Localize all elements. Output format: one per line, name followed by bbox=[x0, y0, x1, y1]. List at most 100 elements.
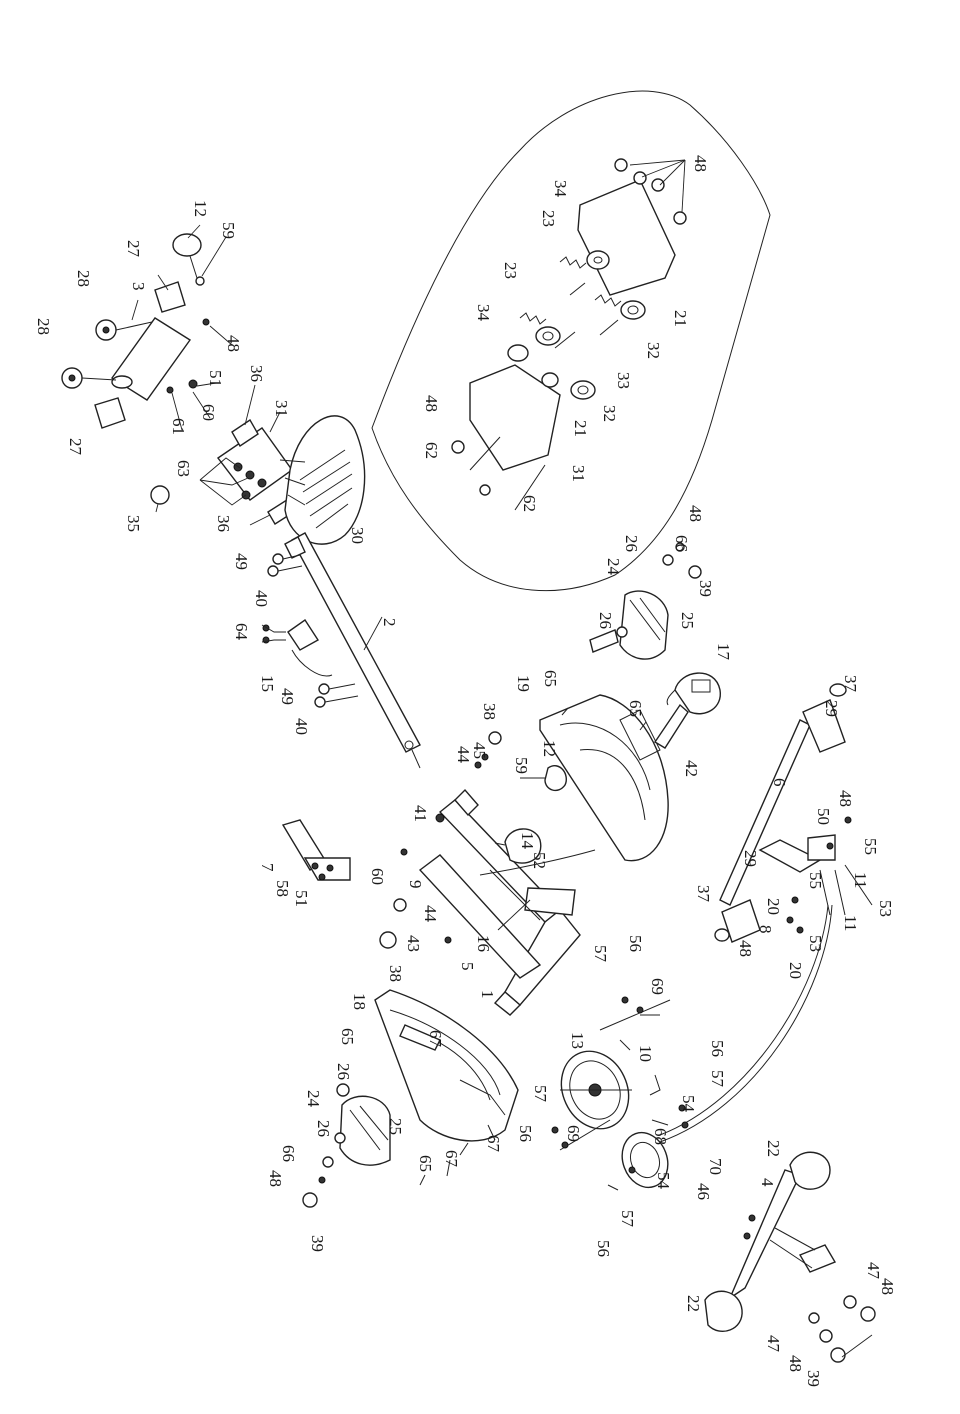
part-label: 70 bbox=[706, 1158, 725, 1175]
part-label: 9 bbox=[406, 880, 425, 889]
part-label: 39 bbox=[696, 580, 715, 597]
part-label: 69 bbox=[648, 978, 667, 995]
part-label: 12 bbox=[191, 200, 210, 217]
left-shroud bbox=[302, 989, 519, 1208]
part-label: 26 bbox=[334, 1063, 353, 1080]
part-label: 4 bbox=[758, 1178, 777, 1187]
part-label: 48 bbox=[422, 395, 441, 412]
part-label: 54 bbox=[654, 1172, 673, 1190]
part-label: 26 bbox=[622, 535, 641, 552]
seat-assembly bbox=[61, 233, 366, 545]
part-label: 31 bbox=[272, 400, 291, 417]
part-label: 64 bbox=[232, 623, 251, 641]
part-label: 3 bbox=[129, 282, 148, 291]
part-label: 40 bbox=[292, 718, 311, 735]
seat-rail bbox=[261, 532, 421, 769]
part-label: 6 bbox=[770, 778, 789, 787]
flywheel-assembly bbox=[551, 996, 689, 1191]
part-label: 20 bbox=[764, 898, 783, 915]
part-label: 27 bbox=[124, 240, 143, 258]
part-label: 24 bbox=[604, 558, 623, 576]
part-label: 65 bbox=[541, 670, 560, 687]
part-label: 16 bbox=[474, 935, 493, 952]
part-label: 57 bbox=[591, 945, 610, 963]
part-label: 55 bbox=[861, 838, 880, 855]
part-label: 48 bbox=[878, 1278, 897, 1295]
part-label: 62 bbox=[422, 442, 441, 459]
part-label: 41 bbox=[411, 805, 430, 822]
part-label: 1 bbox=[478, 990, 497, 999]
part-label: 56 bbox=[594, 1240, 613, 1257]
part-label: 60 bbox=[199, 404, 218, 421]
part-label: 55 bbox=[806, 872, 825, 889]
part-label: 8 bbox=[756, 925, 775, 934]
part-label: 57 bbox=[618, 1210, 637, 1228]
part-label: 29 bbox=[741, 850, 760, 867]
front-stabilizer bbox=[704, 1151, 876, 1363]
part-label: 48 bbox=[786, 1355, 805, 1372]
part-label: 27 bbox=[66, 438, 85, 456]
part-label: 48 bbox=[836, 790, 855, 807]
part-label: 56 bbox=[626, 935, 645, 952]
part-label: 30 bbox=[348, 527, 367, 544]
part-label: 11 bbox=[851, 872, 870, 888]
part-label: 25 bbox=[678, 612, 697, 629]
part-label: 40 bbox=[252, 590, 271, 607]
part-label: 65 bbox=[416, 1155, 435, 1172]
part-label: 67 bbox=[426, 1030, 445, 1048]
part-label: 15 bbox=[258, 675, 277, 692]
part-label: 51 bbox=[292, 890, 311, 907]
part-label: 52 bbox=[530, 852, 549, 869]
part-label: 59 bbox=[219, 222, 238, 239]
part-label: 57 bbox=[531, 1085, 550, 1103]
part-label: 54 bbox=[679, 1095, 698, 1113]
part-label: 38 bbox=[480, 703, 499, 720]
part-label: 43 bbox=[404, 935, 423, 952]
part-label: 2 bbox=[380, 618, 399, 627]
part-label: 22 bbox=[764, 1140, 783, 1157]
part-label: 14 bbox=[518, 832, 537, 850]
part-label: 49 bbox=[278, 688, 297, 705]
part-label: 25 bbox=[386, 1118, 405, 1135]
part-label: 28 bbox=[34, 318, 53, 335]
part-label: 36 bbox=[247, 365, 266, 382]
part-label: 17 bbox=[714, 643, 733, 661]
part-label: 48 bbox=[266, 1170, 285, 1187]
detail-oval bbox=[371, 90, 771, 592]
right-shroud bbox=[539, 542, 721, 862]
part-label: 26 bbox=[314, 1120, 333, 1137]
part-label: 32 bbox=[600, 405, 619, 422]
part-label: 56 bbox=[516, 1125, 535, 1142]
part-label: 46 bbox=[694, 1183, 713, 1200]
part-label: 57 bbox=[708, 1070, 727, 1088]
part-label: 21 bbox=[571, 420, 590, 437]
part-label: 66 bbox=[279, 1145, 298, 1162]
part-label: 19 bbox=[514, 675, 533, 692]
part-label: 44 bbox=[454, 746, 473, 764]
leader-lines bbox=[131, 224, 383, 651]
part-label: 23 bbox=[539, 210, 558, 227]
handlebar-bracket bbox=[281, 819, 351, 881]
part-label: 53 bbox=[806, 935, 825, 952]
part-label: 48 bbox=[691, 155, 710, 172]
part-label: 45 bbox=[470, 742, 489, 759]
part-label: 13 bbox=[568, 1032, 587, 1049]
part-label: 29 bbox=[822, 700, 841, 717]
part-label: 47 bbox=[764, 1335, 783, 1353]
part-label: 50 bbox=[814, 808, 833, 825]
main-frame bbox=[379, 731, 596, 1016]
part-label: 22 bbox=[684, 1295, 703, 1312]
part-label: 11 bbox=[841, 915, 860, 931]
part-label: 23 bbox=[501, 262, 520, 279]
part-label: 18 bbox=[350, 993, 369, 1010]
part-label: 38 bbox=[386, 965, 405, 982]
part-label: 32 bbox=[644, 342, 663, 359]
part-label: 48 bbox=[686, 505, 705, 522]
part-label: 67 bbox=[442, 1150, 461, 1168]
part-label: 47 bbox=[864, 1262, 883, 1280]
part-label: 12 bbox=[540, 740, 559, 757]
part-label: 39 bbox=[308, 1235, 327, 1252]
part-label: 37 bbox=[841, 675, 860, 693]
part-label: 51 bbox=[206, 370, 225, 387]
